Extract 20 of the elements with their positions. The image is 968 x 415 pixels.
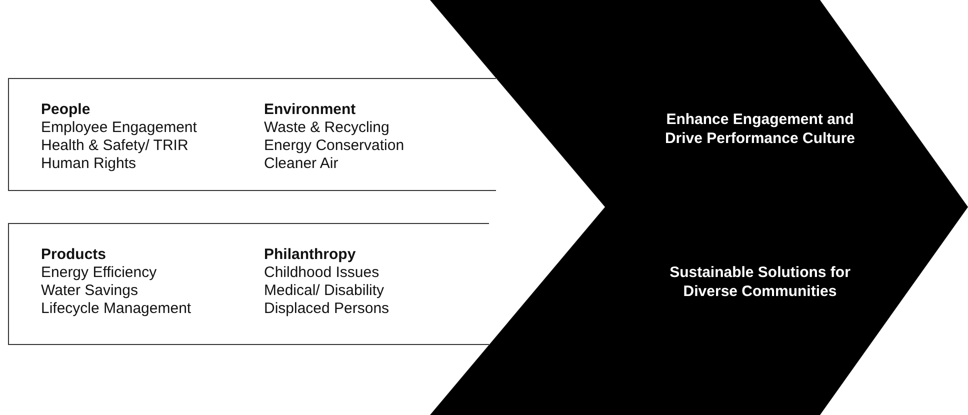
column-heading: Philanthropy (264, 246, 357, 264)
list-item: Health & Safety/ TRIR (41, 137, 190, 155)
list-item: Childhood Issues (264, 264, 380, 282)
list-item: Human Rights (41, 155, 138, 173)
list-item: Waste & Recycling (264, 119, 390, 137)
column-heading: People (41, 101, 92, 119)
column-heading: Environment (264, 101, 357, 119)
column-heading: Products (41, 246, 108, 264)
chevron-text: Sustainable Solutions for Diverse Communities (668, 263, 852, 301)
text-panel (8, 78, 496, 191)
list-item: Water Savings (41, 282, 139, 300)
list-item: Displaced Persons (264, 300, 390, 318)
list-item: Cleaner Air (264, 155, 340, 173)
list-item: Medical/ Disability (264, 282, 386, 300)
list-item: Employee Engagement (41, 119, 197, 137)
list-item: Energy Efficiency (41, 264, 158, 282)
chevron-text: Enhance Engagement and Drive Performance Culture (664, 110, 856, 148)
text-panel (8, 223, 489, 345)
list-item: Lifecycle Management (41, 300, 192, 318)
list-item: Energy Conservation (264, 137, 404, 155)
